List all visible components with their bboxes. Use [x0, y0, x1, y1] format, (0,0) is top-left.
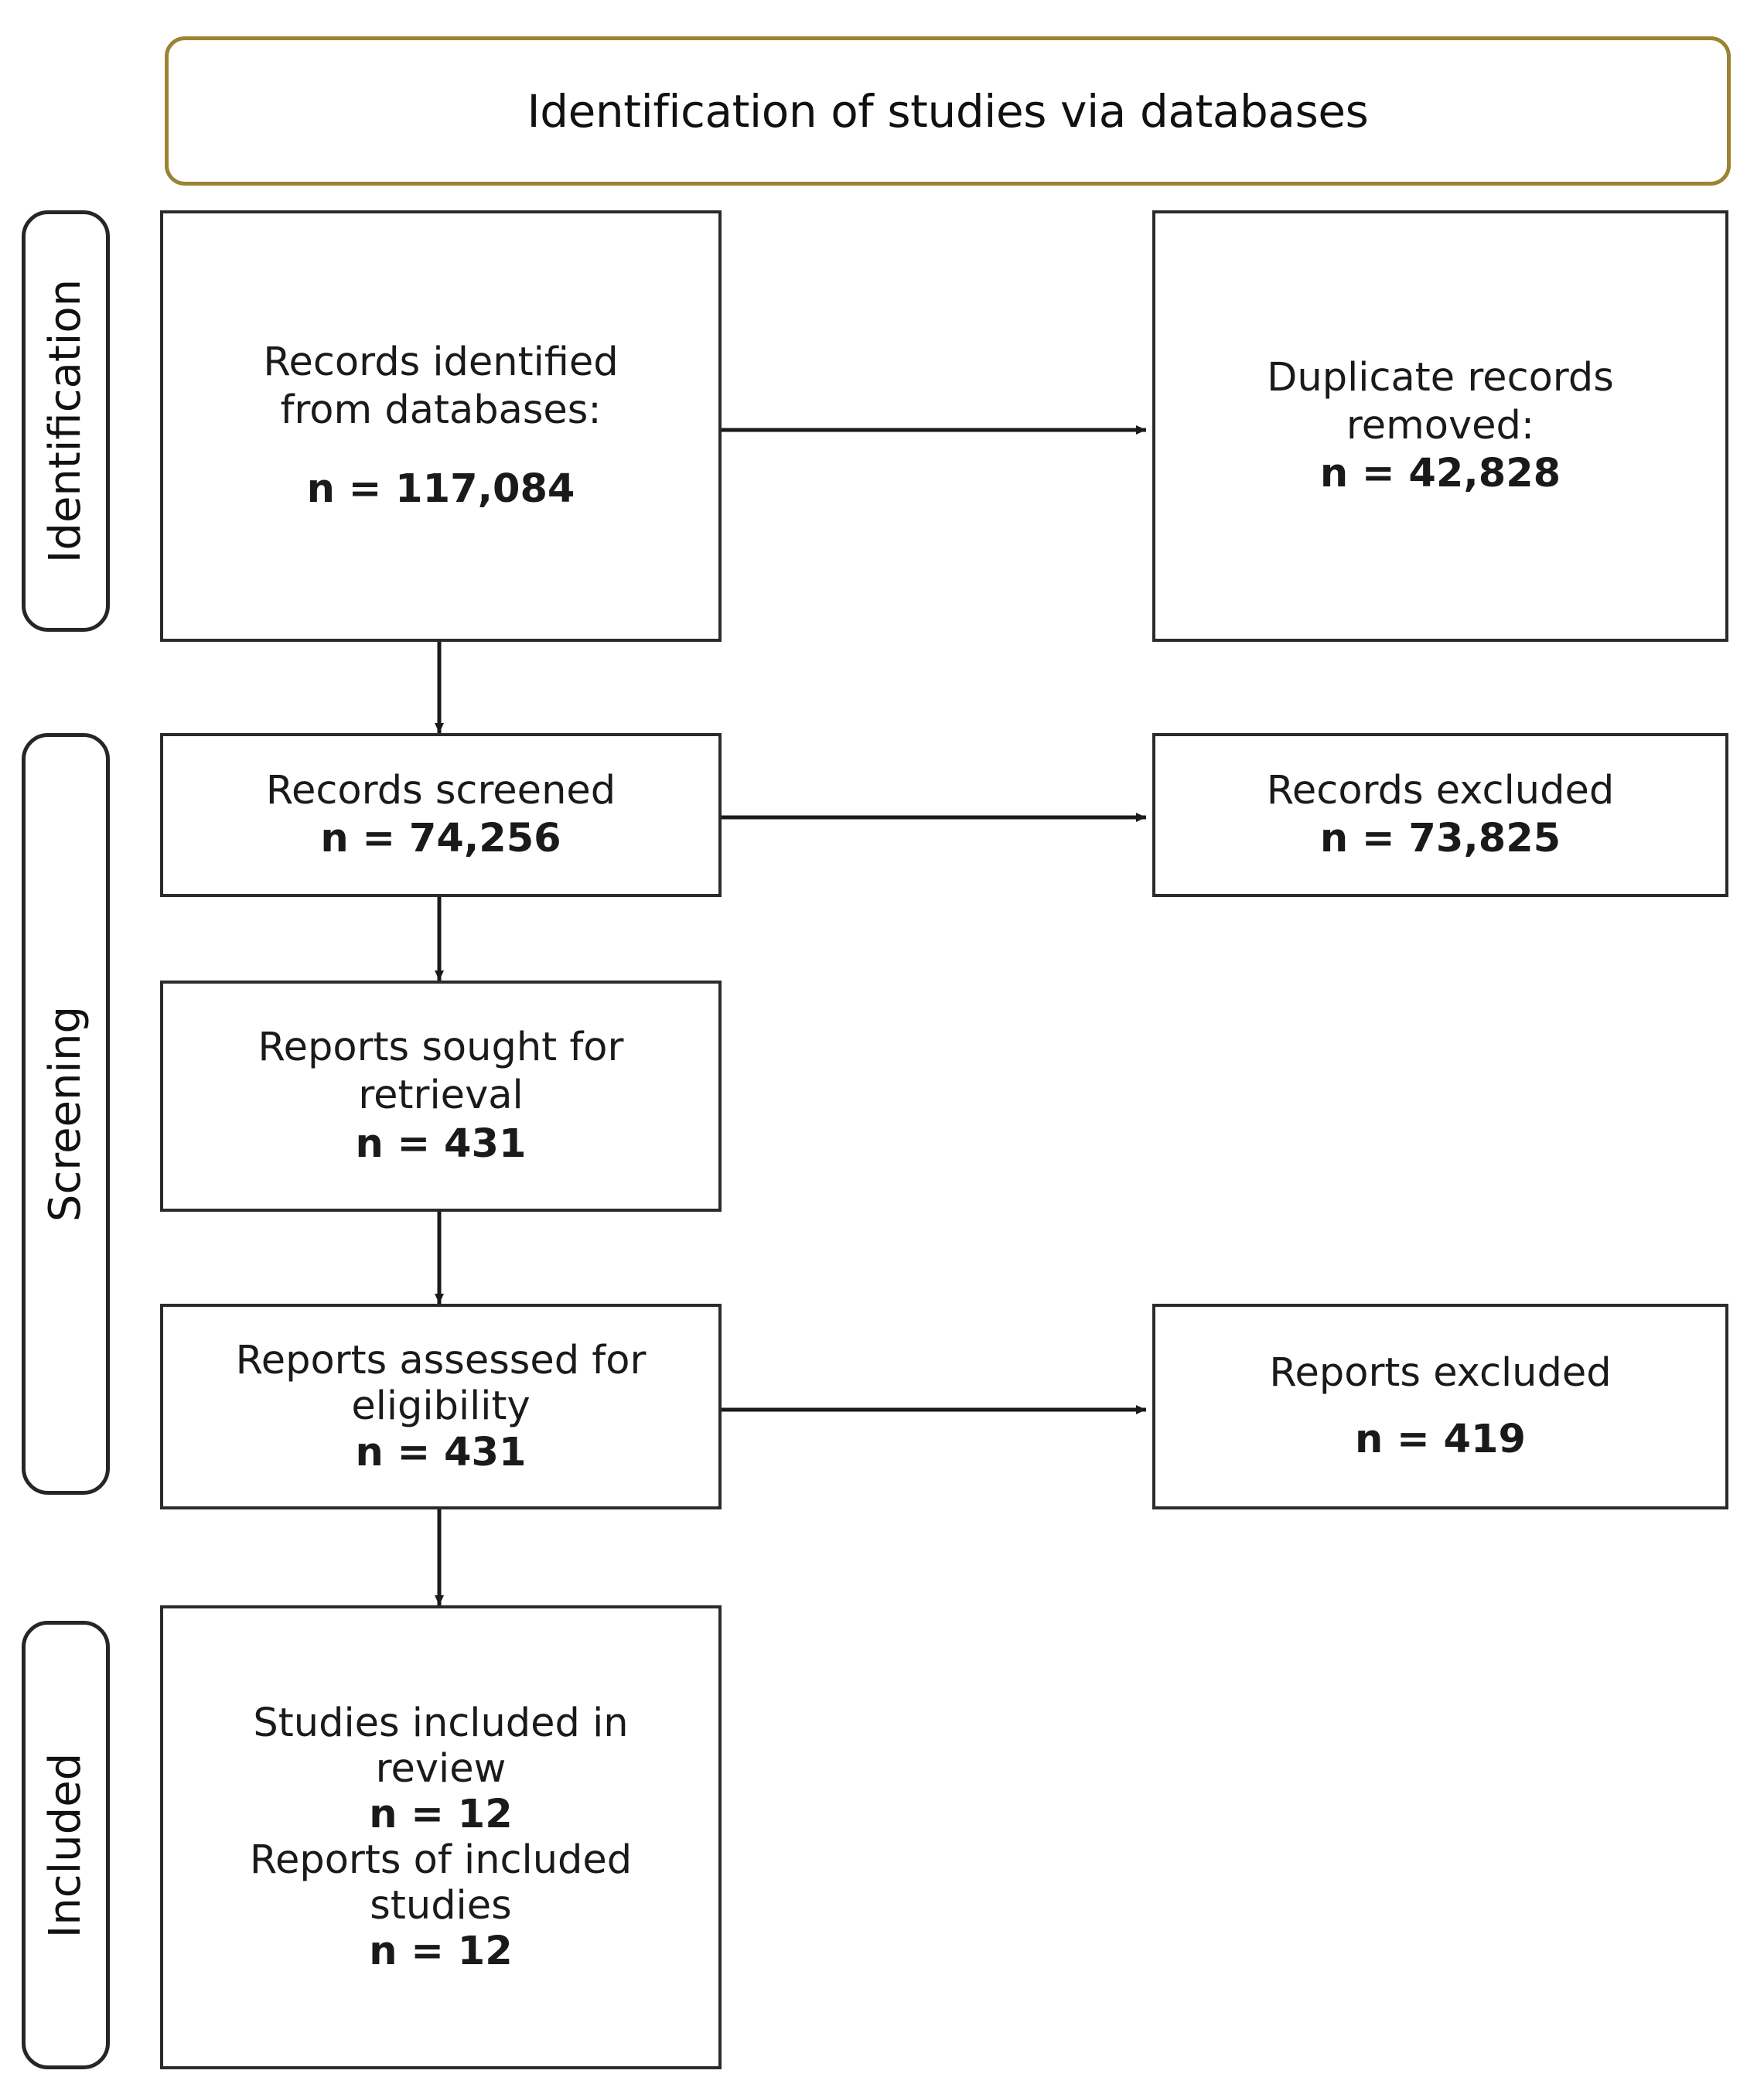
records-excluded-count: n = 73,825 [1319, 816, 1561, 861]
phase-label-screening-text: Screening [40, 1005, 91, 1223]
phase-label-included-text: Included [40, 1752, 91, 1938]
records-identified-count: n = 117,084 [306, 466, 575, 513]
box-reports-excluded: Reports excluded n = 419 [1152, 1304, 1728, 1509]
duplicates-line2: removed: [1346, 402, 1535, 449]
box-records-screened: Records screened n = 74,256 [160, 733, 722, 897]
box-reports-sought-for-retrieval: Reports sought for retrieval n = 431 [160, 981, 722, 1212]
phase-label-identification: Identification [22, 210, 110, 632]
records-excluded-line1: Records excluded [1266, 767, 1615, 813]
studies-included-line1: Studies included in [253, 1700, 629, 1746]
records-identified-line1: Records identified [263, 339, 619, 385]
studies-included-line2: review [375, 1745, 507, 1792]
reports-excluded-count: n = 419 [1354, 1417, 1526, 1462]
phase-label-identification-text: Identification [40, 278, 91, 564]
reports-of-included-line2: studies [370, 1883, 512, 1929]
reports-assessed-line1: Reports assessed for [235, 1338, 647, 1384]
reports-assessed-line2: eligibility [351, 1383, 531, 1430]
studies-included-count: n = 12 [369, 1791, 513, 1837]
reports-of-included-line1: Reports of included [249, 1837, 633, 1883]
records-screened-line1: Records screened [265, 767, 616, 813]
reports-excluded-line1: Reports excluded [1269, 1349, 1612, 1396]
records-identified-line2: from databases: [280, 387, 602, 433]
reports-sought-count: n = 431 [355, 1120, 527, 1167]
page-title: Identification of studies via databases [527, 84, 1369, 138]
box-studies-included-in-review: Studies included in review n = 12 Report… [160, 1605, 722, 2069]
box-records-excluded: Records excluded n = 73,825 [1152, 733, 1728, 897]
box-reports-assessed-for-eligibility: Reports assessed for eligibility n = 431 [160, 1304, 722, 1509]
reports-sought-line2: retrieval [358, 1073, 524, 1119]
reports-assessed-count: n = 431 [355, 1429, 527, 1475]
phase-label-screening: Screening [22, 733, 110, 1495]
phase-label-included: Included [22, 1621, 110, 2069]
box-records-identified: Records identified from databases: n = 1… [160, 210, 722, 642]
diagram-header: Identification of studies via databases [165, 36, 1731, 186]
duplicates-count: n = 42,828 [1319, 451, 1561, 497]
box-duplicate-records-removed: Duplicate records removed: n = 42,828 [1152, 210, 1728, 642]
reports-sought-line1: Reports sought for [258, 1025, 624, 1071]
records-screened-count: n = 74,256 [320, 816, 561, 861]
duplicates-line1: Duplicate records [1267, 354, 1614, 401]
reports-of-included-count: n = 12 [369, 1929, 513, 1975]
